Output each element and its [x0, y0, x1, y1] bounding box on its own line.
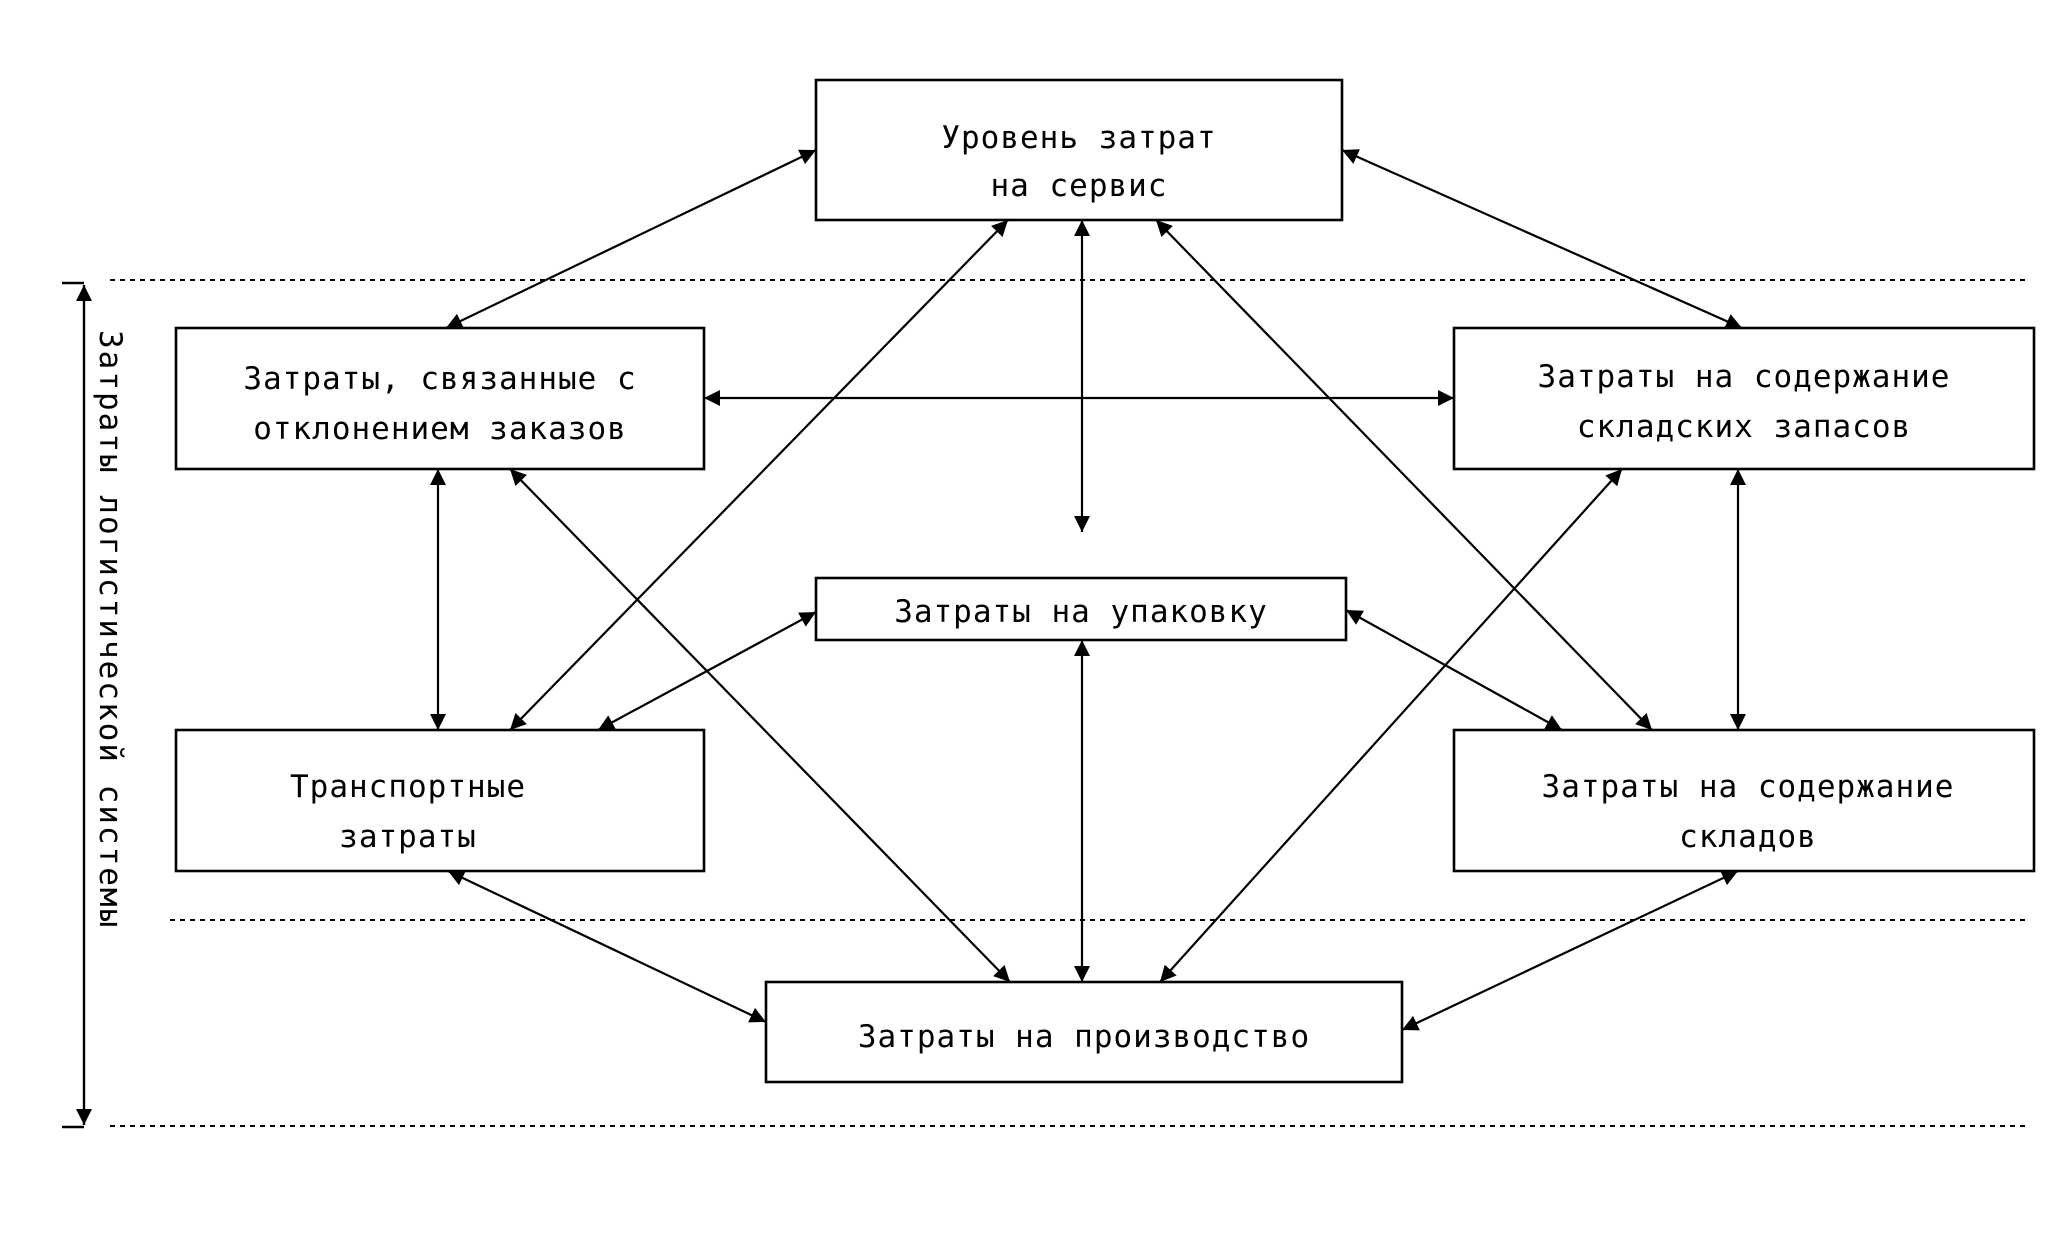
edge-service-transport — [509, 219, 1009, 731]
node-packaging: Затраты на упаковку — [814, 576, 1348, 642]
edge-transport-production — [447, 870, 767, 1023]
node-service-line-2: на сервис — [991, 168, 1168, 204]
node-service-box — [814, 78, 1344, 222]
node-inventory-box — [1452, 326, 2036, 471]
node-order-deviation-line-2: отклонением заказов — [253, 411, 627, 447]
node-order-deviation-line-1: Затраты, связанные с — [243, 361, 636, 397]
side-bracket — [62, 281, 92, 1129]
node-transport-box — [174, 728, 706, 873]
node-service: Уровень затрат на сервис — [814, 78, 1344, 222]
node-transport-line-2: затраты — [339, 819, 477, 855]
node-production: Затраты на производство — [764, 980, 1404, 1084]
edge-warehouses-production — [1401, 870, 1739, 1031]
node-inventory-line-2: складских запасов — [1577, 409, 1911, 445]
node-order-deviation: Затраты, связанные с отклонением заказов — [174, 326, 706, 471]
node-transport: Транспортные затраты — [174, 728, 706, 873]
node-transport-line-1: Транспортные — [290, 769, 526, 805]
node-inventory-line-1: Затраты на содержание — [1538, 359, 1951, 395]
node-packaging-box — [814, 576, 1348, 642]
node-warehouses-line-1: Затраты на содержание — [1542, 769, 1955, 805]
node-production-line-1: Затраты на производство — [858, 1019, 1310, 1055]
edge-layer — [430, 148, 1746, 1031]
edge-service-inventory — [1341, 148, 1743, 330]
node-order-deviation-box — [174, 326, 706, 471]
side-label: Затраты логистической системы — [92, 330, 128, 929]
node-warehouses: Затраты на содержание складов — [1452, 728, 2036, 873]
edge-packaging-warehouses — [1345, 609, 1563, 731]
node-packaging-line-1: Затраты на упаковку — [894, 594, 1268, 630]
node-warehouses-box — [1452, 728, 2036, 873]
edge-order-deviation-production — [509, 468, 1011, 983]
edge-service-warehouses — [1155, 219, 1653, 731]
node-warehouses-line-2: складов — [1679, 819, 1817, 855]
edge-service-order-deviation — [445, 149, 817, 329]
node-production-box — [764, 980, 1404, 1084]
edge-packaging-transport — [597, 611, 817, 731]
node-service-line-1: Уровень затрат — [941, 120, 1216, 156]
node-inventory: Затраты на содержание складских запасов — [1452, 326, 2036, 471]
